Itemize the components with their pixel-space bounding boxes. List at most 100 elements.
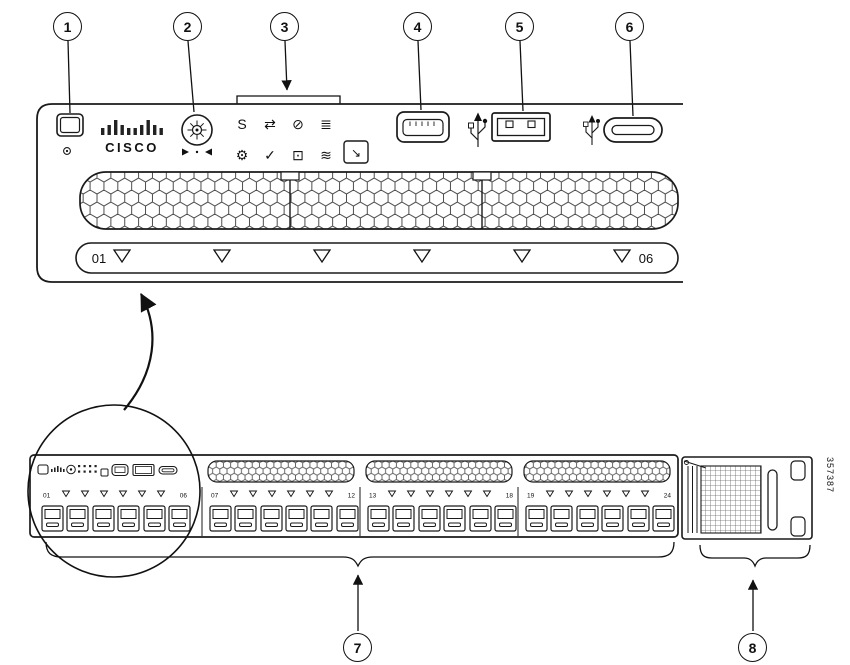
port-triangle [445, 490, 453, 497]
group-first-label: 07 [211, 493, 219, 500]
port-triangle [268, 490, 276, 497]
sfp-port [92, 505, 115, 532]
callout-7-number: 7 [353, 639, 362, 656]
sfp-port [627, 505, 650, 532]
sfp-port [652, 505, 675, 532]
callout-5-number: 5 [515, 18, 524, 35]
port-group-4: 19 24 [525, 490, 675, 532]
usb-a-port [491, 112, 551, 142]
port-triangle [213, 249, 231, 263]
sfp-port [469, 505, 492, 532]
sfp-port [392, 505, 415, 532]
status-leds-mini [78, 465, 97, 473]
beacon-led-icon [63, 147, 71, 155]
leader-line-2 [187, 40, 195, 113]
sfp-port [260, 505, 283, 532]
callout-8-number: 8 [748, 639, 757, 656]
callout-1-number: 1 [63, 18, 72, 35]
sfp-port [576, 505, 599, 532]
sfp-port [234, 505, 257, 532]
usb-trident-icon [468, 112, 488, 147]
port-triangle [287, 490, 295, 497]
led-stack-icon: ≣ [320, 116, 332, 132]
group-last-label: 06 [180, 493, 188, 500]
cisco-logo-mini [51, 466, 65, 472]
align-mark-right-icon [205, 148, 212, 156]
sfp-port [494, 505, 517, 532]
latch-bottom [790, 516, 806, 537]
callout-3: 3 [270, 12, 299, 41]
callout-6: 6 [615, 12, 644, 41]
brace-callout-8 [699, 544, 811, 568]
sfp-port [209, 505, 232, 532]
callout-7: 7 [343, 633, 372, 662]
mini-usb-mini [111, 463, 129, 477]
led-slashed-circle-icon: ⊘ [292, 116, 304, 132]
sfp-port [285, 505, 308, 532]
pointer-arrow-icon: ↘ [351, 146, 361, 160]
port-triangle [81, 490, 89, 497]
switch-front-view: 01 06 07 12 13 18 19 24 [29, 454, 813, 540]
sfp-port [601, 505, 624, 532]
port-triangle [483, 490, 491, 497]
port-triangle [513, 249, 531, 263]
bracket-callout-3 [236, 95, 341, 104]
mode-button [56, 113, 84, 137]
port-triangle [388, 490, 396, 497]
fan-grid [700, 465, 762, 534]
group-last-label: 18 [506, 493, 514, 500]
usb-c-trident-icon [583, 115, 600, 145]
vent-strips-mini [207, 460, 671, 483]
sfp-port [41, 505, 64, 532]
callout-2-number: 2 [183, 18, 192, 35]
callout-4: 4 [403, 12, 432, 41]
sfp-port [525, 505, 548, 532]
port-triangle [306, 490, 314, 497]
port-group-1: 01 06 [41, 490, 191, 532]
sfp-port [117, 505, 140, 532]
callout-4-number: 4 [413, 18, 422, 35]
zoom-arrow [123, 293, 157, 411]
port-group-3: 13 18 [367, 490, 517, 532]
chassis-outline [29, 454, 679, 538]
port-triangle [565, 490, 573, 497]
port-index-bar: 01 06 [75, 242, 679, 274]
brace-callout-7 [45, 541, 675, 568]
led-box-icon: ⊡ [292, 147, 304, 163]
port-triangle [546, 490, 554, 497]
port-triangle [249, 490, 257, 497]
connector-mini [66, 464, 76, 475]
module-handle [767, 469, 778, 531]
group-first-label: 13 [369, 493, 377, 500]
cisco-logo: CISCO [101, 120, 163, 155]
port-triangle [641, 490, 649, 497]
port-triangle [603, 490, 611, 497]
port-triangle [157, 490, 165, 497]
align-mark-left-icon [182, 148, 189, 156]
sfp-port [66, 505, 89, 532]
led-arrows-icon: ⇄ [264, 116, 276, 132]
sfp-port [550, 505, 573, 532]
sfp-port [310, 505, 333, 532]
callout-3-number: 3 [280, 18, 289, 35]
console-pointer-box: ↘ [343, 140, 369, 164]
port-index-last: 06 [639, 251, 653, 266]
psu-fan-module [681, 456, 813, 540]
leader-arrow-3 [281, 40, 292, 91]
mode-button-mini [37, 464, 49, 475]
led-check-icon: ✓ [264, 147, 276, 163]
sfp-port [418, 505, 441, 532]
sfp-port [143, 505, 166, 532]
latch-top [790, 460, 806, 481]
led-s-icon: S [237, 116, 246, 132]
port-triangle [138, 490, 146, 497]
sfp-port [336, 505, 359, 532]
sfp-port [168, 505, 191, 532]
led-fan-icon: ≋ [320, 147, 332, 163]
leader-line-1 [67, 40, 71, 114]
led-gear-icon: ⚙ [236, 147, 249, 163]
group-first-label: 01 [43, 493, 51, 500]
leader-line-4 [417, 40, 422, 111]
